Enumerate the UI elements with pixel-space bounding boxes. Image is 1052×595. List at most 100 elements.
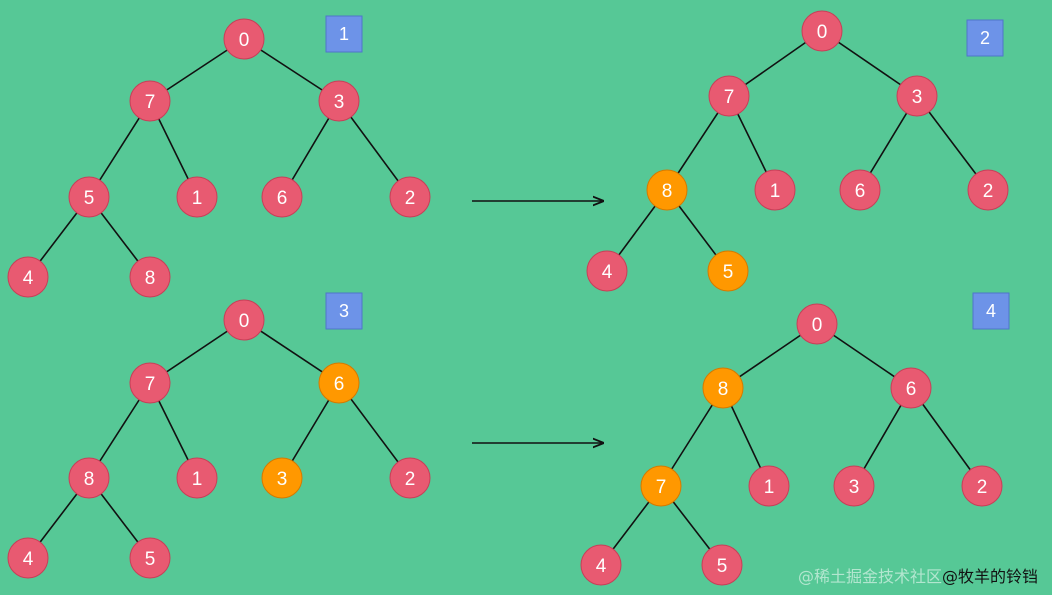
node-label: 1: [192, 188, 203, 209]
step-badge-label: 4: [986, 301, 996, 321]
tree-node: 0: [796, 303, 838, 345]
node-circle: [129, 80, 171, 122]
node-label: 2: [977, 477, 988, 498]
node-label: 6: [277, 188, 288, 209]
step-badge-box: [325, 15, 363, 53]
node-label: 6: [855, 181, 866, 202]
node-circle: [318, 80, 360, 122]
node-label: 5: [717, 556, 728, 577]
node-label: 7: [145, 374, 156, 395]
step-badge: 2: [966, 19, 1004, 57]
node-circle: [754, 169, 796, 211]
tree-node-highlighted: 7: [640, 465, 682, 507]
tree-node-highlighted: 8: [702, 367, 744, 409]
node-circle: [223, 299, 265, 341]
node-circle: [833, 465, 875, 507]
node-label: 6: [906, 379, 917, 400]
node-circle: [708, 75, 750, 117]
tree-node: 4: [580, 544, 622, 586]
node-circle: [839, 169, 881, 211]
node-circle: [129, 256, 171, 298]
tree-node: 2: [389, 176, 431, 218]
node-label: 1: [192, 469, 203, 490]
tree-node-highlighted: 6: [318, 362, 360, 404]
tree-node: 8: [129, 256, 171, 298]
tree-node: 4: [7, 537, 49, 579]
node-circle: [389, 457, 431, 499]
node-label: 2: [405, 188, 416, 209]
tree-node: 1: [176, 457, 218, 499]
node-circle: [7, 537, 49, 579]
node-label: 6: [334, 374, 345, 395]
tree-node-highlighted: 3: [261, 457, 303, 499]
node-label: 0: [812, 315, 823, 336]
node-label: 0: [817, 22, 828, 43]
node-label: 4: [23, 549, 34, 570]
tree-node: 1: [754, 169, 796, 211]
node-circle: [707, 250, 749, 292]
node-circle: [176, 457, 218, 499]
node-label: 8: [145, 268, 156, 289]
tree-node: 5: [701, 544, 743, 586]
node-circle: [701, 544, 743, 586]
node-circle: [129, 537, 171, 579]
tree-node: 3: [833, 465, 875, 507]
node-circle: [586, 250, 628, 292]
step-badge-box: [972, 292, 1010, 330]
node-circle: [176, 176, 218, 218]
tree-node: 8: [68, 457, 110, 499]
tree-node: 6: [890, 367, 932, 409]
step-badge: 4: [972, 292, 1010, 330]
node-label: 8: [662, 181, 673, 202]
step-badge-label: 2: [980, 28, 990, 48]
tree-node: 7: [129, 80, 171, 122]
tree-panel-2: 0 7 3 8 1 6 2 4 5 2: [586, 10, 1009, 292]
node-label: 5: [723, 262, 734, 283]
node-label: 3: [849, 477, 860, 498]
node-circle: [261, 176, 303, 218]
tree-node: 7: [708, 75, 750, 117]
tree-node: 3: [896, 75, 938, 117]
watermark: @稀土掘金技术社区@牧羊的铃铛: [798, 563, 1038, 587]
node-label: 7: [724, 87, 735, 108]
node-label: 7: [656, 477, 667, 498]
watermark-author: @牧羊的铃铛: [941, 567, 1038, 586]
tree-panel-4: 0 8 6 7 1 3 2 4 5 4: [580, 292, 1010, 586]
node-circle: [580, 544, 622, 586]
tree-node: 0: [223, 18, 265, 60]
node-label: 0: [239, 30, 250, 51]
node-label: 8: [84, 469, 95, 490]
node-circle: [223, 18, 265, 60]
node-label: 4: [596, 556, 607, 577]
node-label: 2: [983, 181, 994, 202]
node-label: 1: [770, 181, 781, 202]
node-circle: [646, 169, 688, 211]
node-circle: [389, 176, 431, 218]
step-badge-label: 3: [339, 301, 349, 321]
node-label: 3: [334, 92, 345, 113]
node-label: 5: [84, 188, 95, 209]
node-circle: [961, 465, 1003, 507]
node-circle: [896, 75, 938, 117]
tree-node: 2: [967, 169, 1009, 211]
node-circle: [68, 176, 110, 218]
node-label: 4: [602, 262, 613, 283]
tree-node: 2: [389, 457, 431, 499]
step-badge: 3: [325, 292, 363, 330]
tree-node-highlighted: 5: [707, 250, 749, 292]
node-circle: [7, 256, 49, 298]
node-circle: [68, 457, 110, 499]
step-badge: 1: [325, 15, 363, 53]
tree-node: 1: [748, 465, 790, 507]
node-label: 3: [912, 87, 923, 108]
step-badge-box: [966, 19, 1004, 57]
node-label: 2: [405, 469, 416, 490]
node-circle: [796, 303, 838, 345]
watermark-site: @稀土掘金技术社区: [797, 567, 942, 586]
node-circle: [967, 169, 1009, 211]
node-circle: [261, 457, 303, 499]
node-circle: [640, 465, 682, 507]
